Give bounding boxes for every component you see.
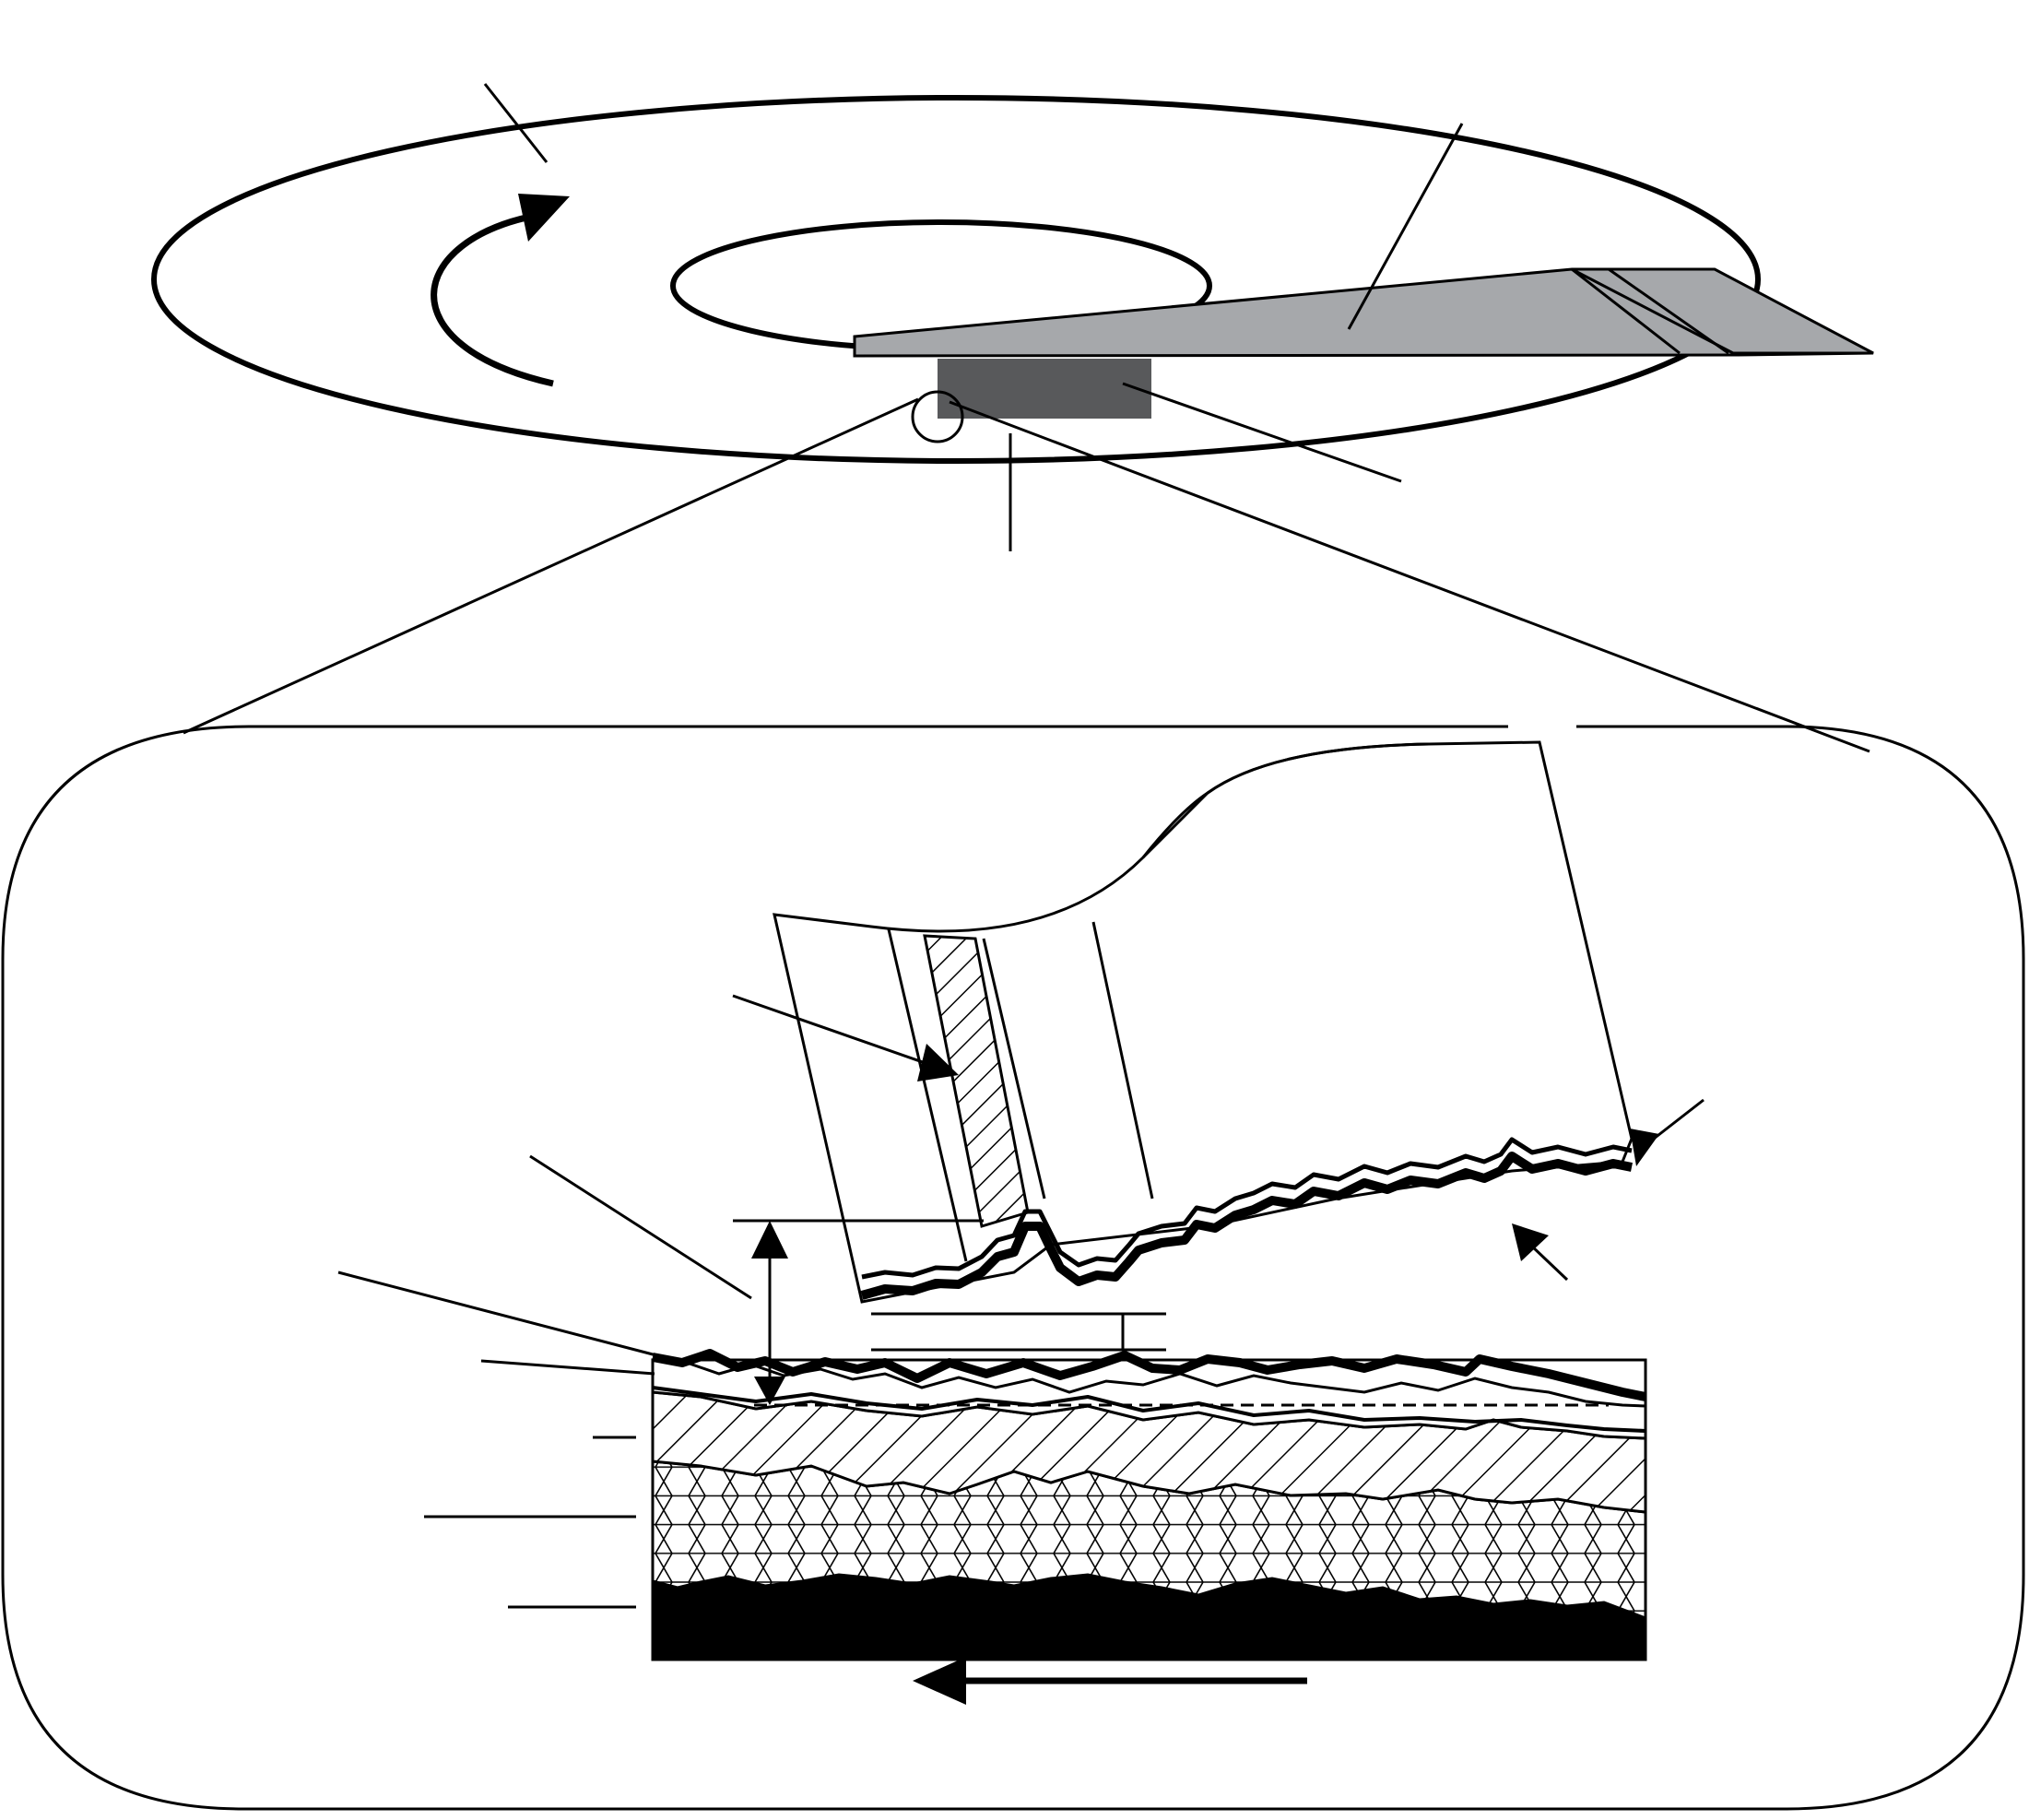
arrow-icon bbox=[1512, 1223, 1567, 1280]
slider-cross-section bbox=[774, 742, 1632, 1302]
suspension-arm bbox=[855, 269, 1873, 356]
zoom-projection-lines bbox=[183, 399, 1870, 751]
spacing-dimension bbox=[871, 1314, 1166, 1350]
motion-arrow-icon bbox=[913, 1657, 1307, 1705]
rotation-arrow-icon bbox=[434, 194, 570, 384]
arrow-icon bbox=[1630, 1100, 1704, 1166]
